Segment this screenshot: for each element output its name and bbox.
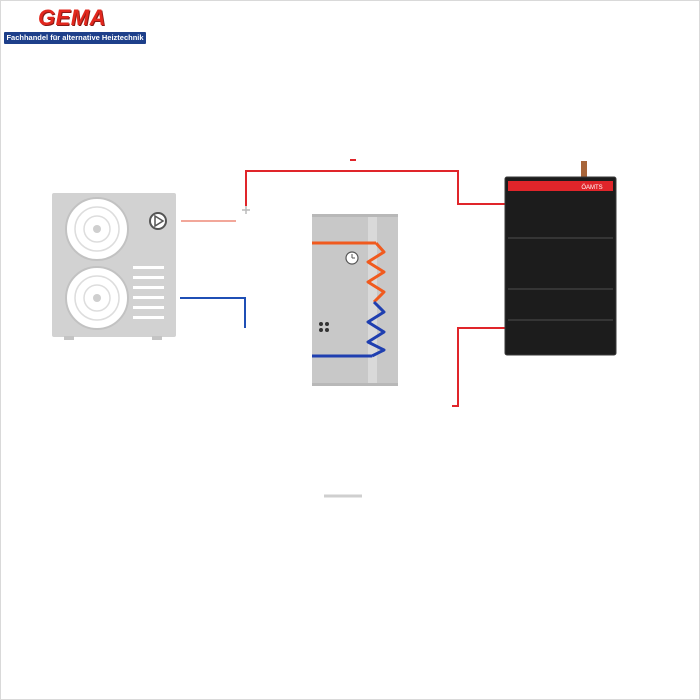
thermometer-gauge-icon xyxy=(345,251,359,265)
boiler-panel-lines xyxy=(508,237,613,321)
sensor-dot xyxy=(319,328,323,332)
boiler-icon: ÖAMTS xyxy=(504,161,617,356)
logo-wordmark: GEMA xyxy=(38,5,106,30)
fan-grille-bottom-icon xyxy=(65,266,129,330)
heating-coil-cold xyxy=(366,300,386,358)
fan-grille-top-icon xyxy=(65,197,129,261)
heat-pump-cold-pipe xyxy=(180,297,246,328)
gema-logo: GEMA Fachhandel für alternative Heiztech… xyxy=(4,5,146,44)
valve-icon xyxy=(242,206,250,214)
boiler-top-stripe xyxy=(508,181,613,191)
heat-pump-outdoor-unit-icon xyxy=(52,193,176,340)
hot-supply-pipe xyxy=(245,170,505,206)
boiler-return-pipe xyxy=(452,327,505,407)
pipe-network xyxy=(180,159,505,498)
hot-water-storage-tank-icon xyxy=(312,214,398,386)
logo-tagline: Fachhandel für alternative Heiztechnik xyxy=(4,32,146,44)
vent-slats xyxy=(133,266,164,319)
sensor-dot xyxy=(325,328,329,332)
sensor-dot xyxy=(325,322,329,326)
sensor-dot xyxy=(319,322,323,326)
brand-emblem-icon xyxy=(149,212,167,230)
boiler-label: ÖAMTS xyxy=(581,184,602,191)
heating-coil-hot xyxy=(366,242,386,304)
